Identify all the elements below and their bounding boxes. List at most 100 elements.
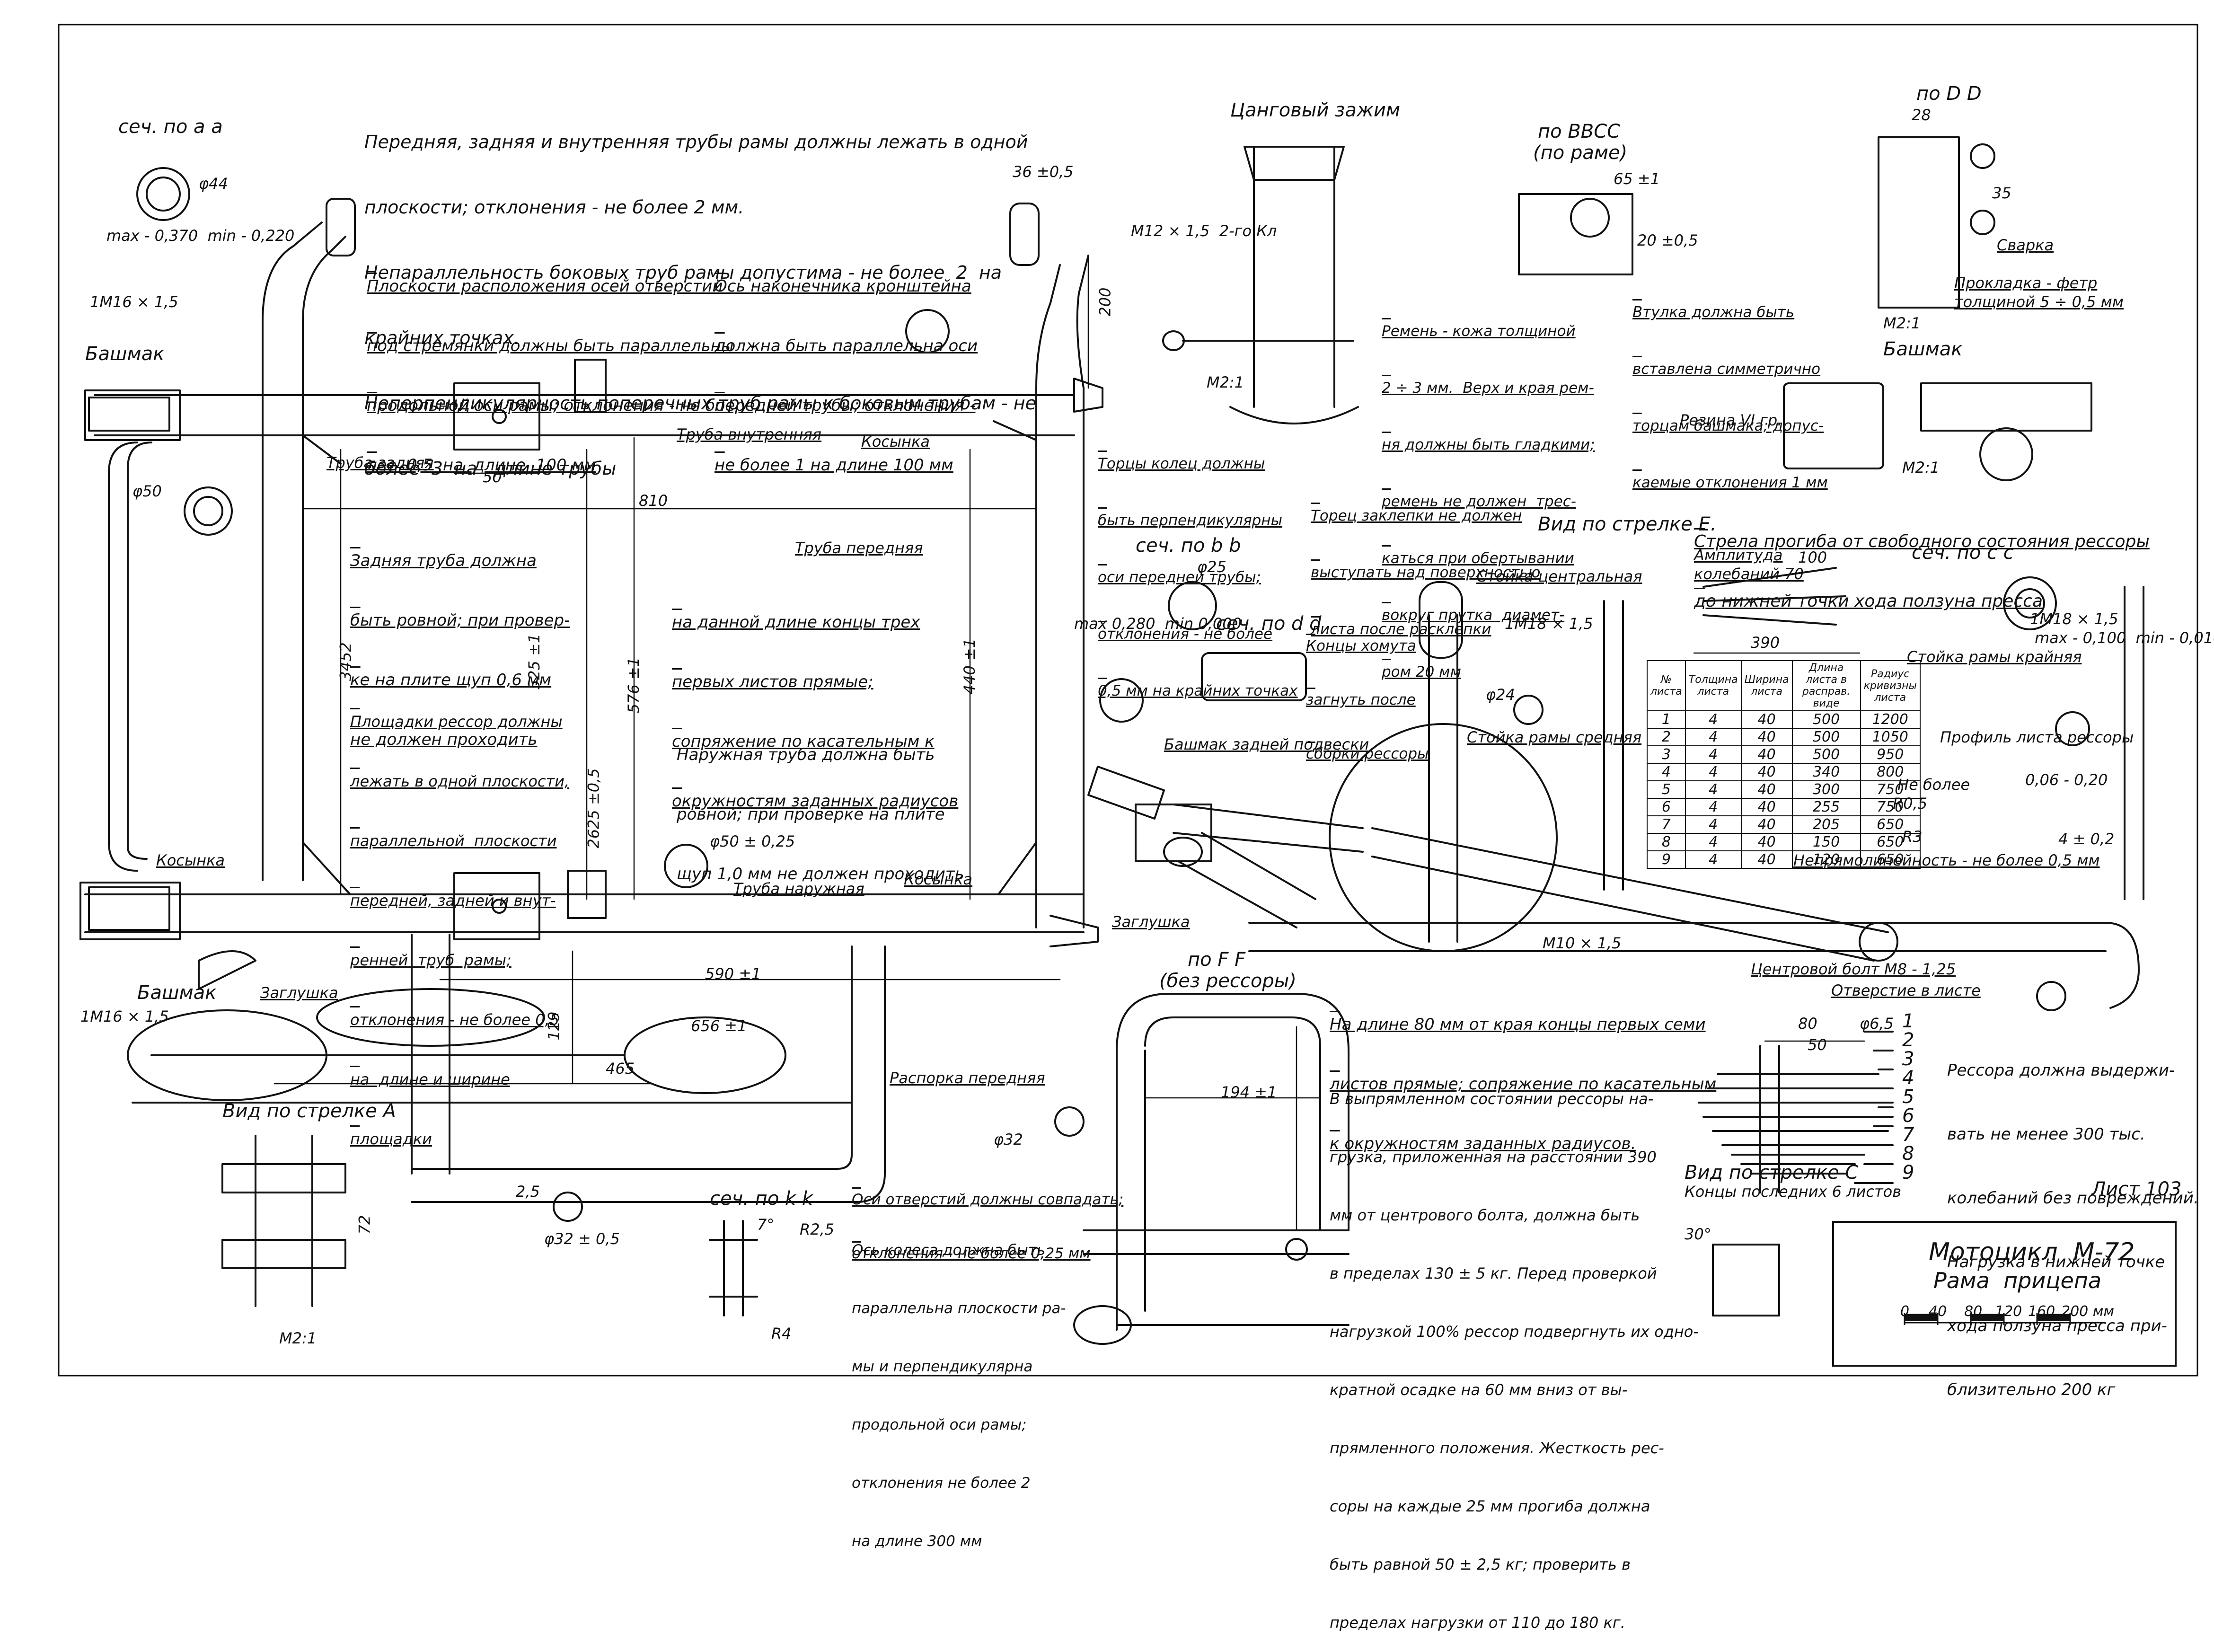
note-line: загнуть после [1306,691,1416,708]
dim-576: 576 ±1 [625,657,643,714]
note-holes-align: Оси отверстий должны совпадать; отклонен… [852,1155,1123,1281]
note-line: ром 20 мм [1382,663,1461,680]
dim-36: 36 ±0,5 [1013,163,1074,181]
sheet-number: Лист 103 [2091,1178,2182,1200]
note-spring-deflection: Стрела прогиба от свободного состояния р… [1694,492,2150,631]
label-gusset-bottom: Косынка [904,870,973,888]
label-scale-boot: М2:1 [1902,459,1940,477]
label-rubber: Резина VI гр. [1680,411,1782,429]
note-line: соры на каждые 25 мм прогиба должна [1330,1497,1650,1515]
label-by-frame: (по раме) [1533,142,1628,164]
dim-50-spring: 50 [1808,1036,1827,1054]
note-line: Ремень - кожа толщиной [1382,323,1576,340]
label-boot-bottom: Башмак [137,982,217,1004]
label-post-center: Стойка центральная [1476,567,1642,585]
note-line: Торец заклепки не должен [1311,507,1522,524]
note-line: Нагрузка в нижней точке [1947,1253,2165,1272]
table-cell: 650 [1860,833,1921,851]
label-plug-left: Заглушка [260,984,338,1002]
label-post-middle: Стойка рамы средняя [1467,728,1642,746]
product-title: Мотоцикл М-72 [1929,1238,2135,1266]
note-line: продольной оси рамы; [852,1416,1027,1433]
note-line: Непараллельность боковых труб рамы допус… [364,262,1002,283]
label-plug-right: Заглушка [1112,913,1190,931]
dim-r25: R2,5 [800,1220,835,1238]
note-line: Торцы колец должны [1098,455,1265,472]
label-by-ff: по F F [1188,949,1246,971]
dim-72: 72 [355,1215,374,1235]
table-cell: 300 [1791,780,1861,799]
label-thread-16-top: 1М16 × 1,5 [90,293,178,311]
dim-r4: R4 [771,1325,792,1343]
note-line: кратной осадке на 60 мм вниз от вы- [1330,1381,1628,1399]
note-line: каемые отклонения 1 мм [1632,474,1828,491]
note-line: Оси отверстий должны совпадать; [852,1191,1124,1208]
scale-tick: 160 [2028,1303,2055,1320]
dim-35: 35 [1992,184,2011,202]
note-line: вать не менее 300 тыс. [1947,1125,2145,1144]
note-stirrup-holes: Плоскости расположения осей отверстий по… [367,237,734,495]
note-spring-pads: Площадки рессор должны лежать в одной пл… [350,672,569,1169]
label-tube-inner: Труба внутренняя [677,425,822,443]
note-line: на длине и ширине [350,1070,510,1088]
table-cell: 500 [1791,745,1861,764]
note-line: Ось наконечника кронштейна [714,277,971,296]
leaf-number: 7 [1902,1124,1914,1146]
note-last-leaves: Концы последних 6 листов [1685,1183,1902,1201]
table-cell: 4 [1685,745,1742,764]
dim-7deg: 7° [757,1216,775,1234]
table-cell: 40 [1740,763,1793,781]
table-cell: 7 [1647,815,1686,834]
table-cell: 6 [1647,798,1686,816]
note-line: на длине 300 мм [852,1533,982,1550]
dim-phi25: φ25 [1197,558,1226,576]
leaf-number: 3 [1902,1048,1914,1070]
table-cell: 4 [1647,763,1686,781]
title-block: Мотоцикл М-72 Рама прицепа 0 40 80 120 1… [1832,1221,2177,1367]
scale-tick: 200 мм [2061,1303,2115,1320]
dim-525: 525 ±1 [525,633,544,690]
dim-80: 80 [1798,1015,1817,1033]
note-line: передней, задней и внут- [350,892,556,910]
dim-20: 20 ±0,5 [1637,231,1698,249]
note-rivet-end: Торец заклепки не должен выступать над п… [1311,468,1541,658]
dim-25: 2,5 [516,1183,540,1201]
label-collet: Цанговый зажим [1230,99,1401,121]
table-header: Радиус кривизны листа [1860,660,1921,711]
table-cell: 4 [1685,798,1742,816]
note-line: В выпрямленном состоянии рессоры на- [1330,1090,1654,1108]
note-line: торцам башмака; допус- [1632,417,1824,434]
table-cell: 1 [1647,710,1686,729]
table-cell: 8 [1647,833,1686,851]
label-view-e: Вид по стрелке Е. [1538,513,1717,535]
table-cell: 2 [1647,728,1686,746]
note-line: ня должны быть гладкими; [1382,436,1595,453]
note-line: щуп 1,0 мм не должен проходить [677,865,964,883]
table-cell: 4 [1685,710,1742,729]
table-header: Длина листа в расправ. виде [1791,660,1861,711]
leaf-number: 4 [1902,1067,1914,1089]
label-view-a: Вид по стрелке А [222,1100,396,1122]
note-line: параллельна плоскости ра- [852,1300,1066,1317]
leaf-spec-table: № листа Толщина листа Ширина листа Длина… [1647,660,1921,869]
note-line: до нижней точки хода ползуна пресса [1694,592,2043,611]
note-clamp-ends: Концы хомута загнуть после сборки рессор… [1306,601,1429,781]
dim-810: 810 [639,492,668,510]
table-cell: 4 [1685,850,1742,869]
table-cell: 255 [1791,798,1861,816]
note-line: колебаний без повреждений. [1947,1189,2199,1208]
table-cell: 1050 [1860,728,1921,746]
note-line: лее 0,5 на длине 100 мм [367,456,596,475]
table-cell: 150 [1791,833,1861,851]
scale-tick: 40 [1929,1303,1947,1320]
leaf-number: 8 [1902,1143,1914,1165]
note-line: к окружностям заданных радиусов. [1330,1134,1636,1153]
note-line: ровной; при проверке на плите [677,805,945,824]
table-cell: 40 [1740,728,1793,746]
note-line: лежать в одной плоскости, [350,772,570,790]
dim-194: 194 ±1 [1221,1083,1277,1101]
